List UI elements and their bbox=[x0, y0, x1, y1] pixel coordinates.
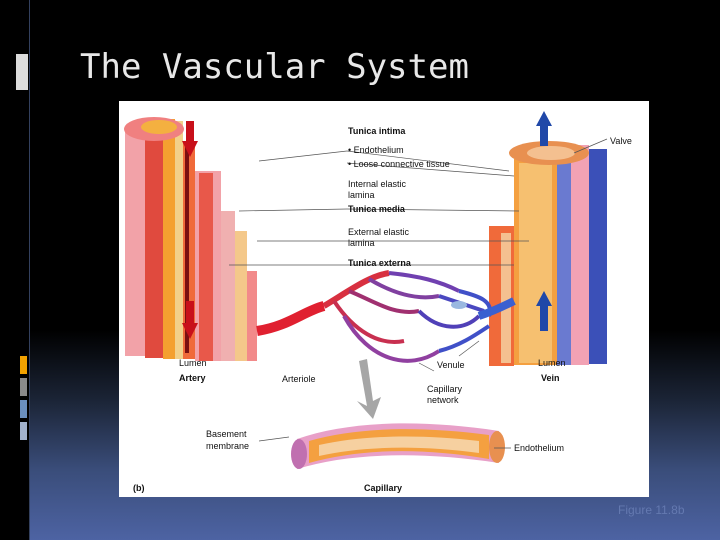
capillary-network bbox=[256, 270, 516, 419]
label-internal-elastic-1: Internal elastic bbox=[348, 179, 407, 189]
side-mark-blue bbox=[20, 400, 27, 418]
side-color-marks bbox=[20, 356, 27, 444]
vessel-diagram: Tunica intima • Endothelium • Loose conn… bbox=[124, 111, 632, 493]
left-divider bbox=[29, 0, 30, 540]
vascular-figure: Tunica intima • Endothelium • Loose conn… bbox=[119, 101, 649, 497]
label-tunica-externa: Tunica externa bbox=[348, 258, 412, 268]
label-basement-membrane-1: Basement bbox=[206, 429, 247, 439]
side-mark-gray bbox=[20, 378, 27, 396]
title-marker bbox=[16, 54, 28, 90]
left-bar bbox=[0, 0, 30, 540]
label-endothelium-bottom: Endothelium bbox=[514, 443, 564, 453]
label-panel-b: (b) bbox=[133, 483, 145, 493]
leader-lines bbox=[229, 138, 608, 449]
side-mark-orange bbox=[20, 356, 27, 374]
label-tunica-media: Tunica media bbox=[348, 204, 406, 214]
artery-illustration bbox=[124, 117, 257, 361]
label-valve: Valve bbox=[610, 136, 632, 146]
label-external-elastic-2: lamina bbox=[348, 238, 375, 248]
label-lumen-left: Lumen bbox=[179, 358, 207, 368]
label-capillary-network-2: network bbox=[427, 395, 459, 405]
label-basement-membrane-2: membrane bbox=[206, 441, 249, 451]
label-venule: Venule bbox=[437, 360, 465, 370]
label-capillary: Capillary bbox=[364, 483, 402, 493]
label-arteriole: Arteriole bbox=[282, 374, 316, 384]
label-tunica-intima: Tunica intima bbox=[348, 126, 406, 136]
slide-title: The Vascular System bbox=[80, 47, 469, 87]
label-external-elastic-1: External elastic bbox=[348, 227, 410, 237]
label-endothelium-top: • Endothelium bbox=[348, 145, 404, 155]
capillary-illustration bbox=[291, 423, 505, 469]
label-internal-elastic-2: lamina bbox=[348, 190, 375, 200]
label-artery: Artery bbox=[179, 373, 206, 383]
label-capillary-network-1: Capillary bbox=[427, 384, 463, 394]
label-lumen-right: Lumen bbox=[538, 358, 566, 368]
vein-illustration bbox=[489, 111, 607, 366]
figure-caption: Figure 11.8b bbox=[618, 503, 685, 517]
label-vein: Vein bbox=[541, 373, 560, 383]
label-loose-connective-tissue: • Loose connective tissue bbox=[348, 159, 450, 169]
side-mark-lightblue bbox=[20, 422, 27, 440]
